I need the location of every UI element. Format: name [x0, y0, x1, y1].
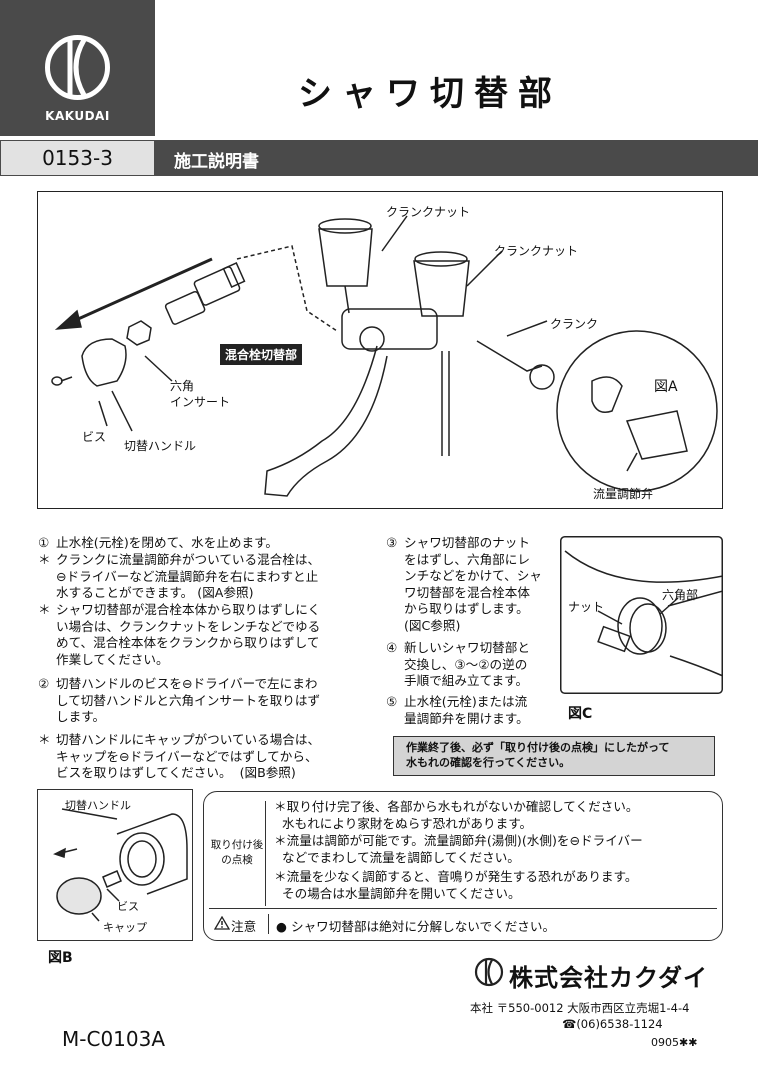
- note-removal: ＊ シャワ切替部が混合栓本体から取りはずしにく い場合は、クランクナットをレンチ…: [38, 602, 378, 668]
- check-item-1: ＊取り付け完了後、各部から水もれがないか確認してください。 水もれにより家財をぬ…: [274, 799, 639, 831]
- fig-a-caption: 図A: [654, 379, 678, 395]
- figure-b-drawing: [53, 808, 188, 922]
- check-item-2: ＊流量は調節が可能です。流量調節弁(湯側)(水側)を⊖ドライバー などでまわして…: [274, 833, 643, 865]
- page-title: シャワ切替部: [298, 74, 562, 114]
- note-text: 切替ハンドルにキャップがついている場合は、 キャップを⊖ドライバーなどではずして…: [56, 732, 321, 780]
- check-label-cell: [209, 801, 266, 906]
- product-code: 0153-3: [42, 146, 113, 170]
- footer-address: 本社 〒550-0012 大阪市西区立売堀1-4-4: [470, 1001, 690, 1015]
- fig-c-caption: 図C: [568, 706, 593, 722]
- label-crank-nut-1: クランクナット: [386, 205, 471, 219]
- note-valve: ＊ クランクに流量調節弁がついている混合栓は、 ⊖ドライバーなど流量調節弁を右に…: [38, 552, 378, 602]
- faucet-illustration: [51, 215, 718, 497]
- fig-b-caption: 図B: [48, 950, 73, 966]
- footer-company-name: 株式会社カクダイ: [509, 964, 709, 992]
- caution-label: 注意: [231, 919, 257, 934]
- check-divider: [209, 908, 717, 909]
- product-code-box: [0, 140, 155, 176]
- note-text: シャワ切替部が混合栓本体から取りはずしにく い場合は、クランクナットをレンチなど…: [56, 602, 321, 667]
- kakudai-logo-icon: [45, 35, 110, 100]
- step-marker: ⑤: [386, 694, 398, 709]
- note-cap: ＊ 切替ハンドルにキャップがついている場合は、 キャップを⊖ドライバーなどではず…: [38, 732, 378, 782]
- step-text: 切替ハンドルのビスを⊖ドライバーで左にまわ して切替ハンドルと六角インサートを取…: [56, 676, 321, 724]
- step-marker: ④: [386, 640, 398, 655]
- label-crank-nut-2: クランクナット: [494, 244, 579, 258]
- label-flow-valve: 流量調節弁: [593, 487, 654, 501]
- fig-b-label-cap: キャップ: [103, 921, 147, 934]
- step-5: ⑤ 止水栓(元栓)または流 量調節弁を開けます。: [386, 694, 556, 727]
- revision-code: 0905✱✱: [651, 1036, 698, 1049]
- fig-c-label-hex: 六角部: [662, 588, 699, 602]
- label-switch-part: 混合栓切替部: [220, 344, 303, 365]
- step-text: 新しいシャワ切替部と 交換し、③〜②の逆の 手順で組み立てます。: [404, 640, 530, 688]
- label-screw: ビス: [82, 430, 107, 444]
- step-text: 止水栓(元栓)または流 量調節弁を開けます。: [404, 694, 529, 726]
- note-marker: ＊: [38, 602, 51, 617]
- step-marker: ①: [38, 535, 50, 550]
- step-2: ② 切替ハンドルのビスを⊖ドライバーで左にまわ して切替ハンドルと六角インサート…: [38, 676, 378, 726]
- step-1: ① 止水栓(元栓)を閉めて、水を止めます。: [38, 535, 378, 552]
- note-marker: ＊: [38, 552, 51, 567]
- brand-name: KAKUDAI: [45, 109, 110, 123]
- fig-c-label-nut: ナット: [568, 600, 605, 614]
- step-4: ④ 新しいシャワ切替部と 交換し、③〜②の逆の 手順で組み立てます。: [386, 640, 556, 690]
- step-text: 止水栓(元栓)を閉めて、水を止めます。: [56, 535, 279, 550]
- fig-b-label-screw: ビス: [117, 900, 139, 913]
- warning-triangle-icon: [214, 916, 230, 930]
- step-marker: ③: [386, 535, 398, 550]
- step-text: シャワ切替部のナット をはずし、六角部にレ ンチなどをかけて、シャ ワ切替部を混…: [404, 535, 542, 633]
- brand-logo-block: [0, 0, 155, 136]
- note-text: クランクに流量調節弁がついている混合栓は、 ⊖ドライバーなど流量調節弁を右にまわ…: [56, 552, 321, 600]
- label-hex-insert: 六角 インサート: [170, 379, 231, 409]
- fig-b-label-handle: 切替ハンドル: [65, 799, 131, 812]
- check-item-3: ＊流量を少なく調節すると、音鳴りが発生する恐れがあります。 その場合は水量調節弁…: [274, 869, 638, 901]
- document-number: M-C0103A: [62, 1027, 166, 1051]
- document-type: 施工説明書: [174, 152, 259, 172]
- figure-b: [37, 789, 193, 941]
- step-marker: ②: [38, 676, 50, 691]
- caution-text: ● シャワ切替部は絶対に分解しないでください。: [276, 919, 556, 934]
- completion-notice: 作業終了後、必ず「取り付け後の点検」にしたがって 水もれの確認を行ってください。: [393, 736, 715, 776]
- note-marker: ＊: [38, 732, 51, 747]
- footer-phone: ☎(06)6538-1124: [562, 1017, 663, 1031]
- assembly-diagram: [37, 191, 723, 509]
- caution-divider: [268, 914, 269, 934]
- check-label: 取り付け後 の点検: [210, 839, 264, 866]
- label-handle: 切替ハンドル: [124, 439, 197, 453]
- label-crank: クランク: [550, 317, 599, 331]
- footer-logo-icon: [474, 957, 504, 987]
- figure-c: [560, 536, 723, 694]
- step-3: ③ シャワ切替部のナット をはずし、六角部にレ ンチなどをかけて、シャ ワ切替部…: [386, 535, 556, 634]
- post-install-check-box: [203, 791, 723, 941]
